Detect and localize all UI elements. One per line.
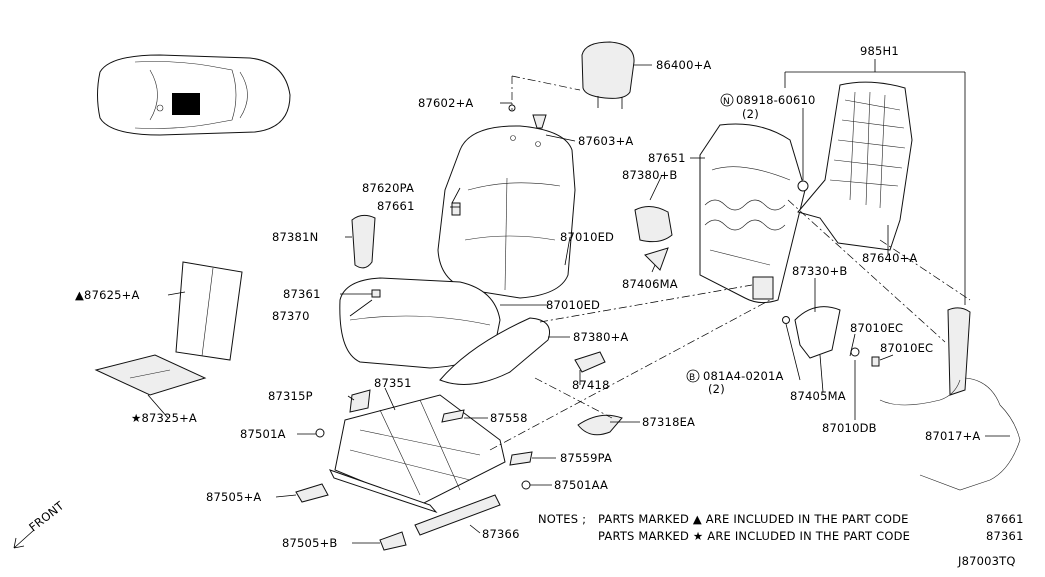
notes-line-2: PARTS MARKED ★ ARE INCLUDED IN THE PART … bbox=[598, 529, 910, 543]
label-87501aa: 87501AA bbox=[554, 478, 608, 492]
label-87505a: 87505+A bbox=[206, 490, 262, 504]
vehicle-locator bbox=[97, 54, 291, 136]
star-icon: ★ bbox=[131, 411, 142, 425]
label-87603: 87603+A bbox=[578, 134, 634, 148]
seat-heater-mat bbox=[94, 354, 207, 396]
label-87418: 87418 bbox=[572, 378, 610, 392]
circled-b-icon: B bbox=[686, 369, 700, 383]
nut-08918 bbox=[797, 180, 809, 192]
circled-n-icon: N bbox=[720, 93, 734, 107]
label-87361: 87361 bbox=[283, 287, 321, 301]
back-board bbox=[797, 81, 913, 251]
svg-text:B: B bbox=[689, 373, 695, 383]
front-label: FRONT bbox=[26, 498, 67, 534]
lumbar-assy bbox=[794, 306, 841, 359]
recliner bbox=[752, 276, 774, 300]
back-side-trim bbox=[644, 247, 669, 271]
rail-finisher bbox=[414, 494, 501, 536]
leader-lines bbox=[147, 59, 1010, 544]
recliner-cover bbox=[351, 214, 376, 269]
label-87661: 87661 bbox=[377, 199, 415, 213]
label-87010db: 87010DB bbox=[822, 421, 877, 435]
label-87381n: 87381N bbox=[272, 230, 318, 244]
bolt-87501aa bbox=[521, 480, 531, 490]
label-87625: ▲87625+A bbox=[75, 288, 140, 302]
label-87010ed-1: 87010ED bbox=[560, 230, 614, 244]
label-87325: ★87325+A bbox=[131, 411, 197, 425]
label-86400: 86400+A bbox=[656, 58, 712, 72]
triangle-icon: ▲ bbox=[75, 288, 84, 302]
label-87651: 87651 bbox=[648, 151, 686, 165]
label-87010ec-1: 87010EC bbox=[850, 321, 903, 335]
label-87370: 87370 bbox=[272, 309, 310, 323]
label-87380a: 87380+A bbox=[573, 330, 629, 344]
rail-cover-a bbox=[295, 483, 329, 503]
label-87501a: 87501A bbox=[240, 427, 286, 441]
back-side-cover bbox=[634, 206, 673, 243]
label-87406ma: 87406MA bbox=[622, 277, 678, 291]
label-87010ec-2: 87010EC bbox=[880, 341, 933, 355]
airbag-module bbox=[947, 307, 971, 396]
front-arrow: FRONT bbox=[13, 498, 67, 549]
label-87351: 87351 bbox=[374, 376, 412, 390]
seat-back bbox=[437, 125, 576, 299]
label-081a4-qty: (2) bbox=[708, 382, 725, 396]
cushion-side-cover bbox=[439, 317, 550, 385]
diagram-code: J87003TQ bbox=[957, 554, 1016, 568]
headrest bbox=[581, 41, 635, 109]
knob bbox=[574, 351, 606, 373]
label-08918-qty: (2) bbox=[742, 107, 759, 121]
label-87558: 87558 bbox=[490, 411, 528, 425]
bolt-87501a bbox=[315, 428, 325, 438]
seat-frame bbox=[329, 389, 533, 514]
back-frame bbox=[699, 123, 806, 304]
label-87330b: 87330+B bbox=[792, 264, 848, 278]
label-87640: 87640+A bbox=[862, 251, 918, 265]
label-985h1: 985H1 bbox=[860, 44, 899, 58]
svg-text:N: N bbox=[723, 97, 730, 107]
cover-918ea bbox=[577, 414, 623, 436]
label-08918: 08918-60610 bbox=[736, 93, 816, 107]
label-87505b: 87505+B bbox=[282, 536, 338, 550]
label-87620pa: 87620PA bbox=[362, 181, 414, 195]
clip-87010ec bbox=[871, 356, 880, 367]
seat-cushion-pad bbox=[175, 261, 243, 361]
notes-line-2-code: 87361 bbox=[986, 529, 1024, 543]
label-87010ed-2: 87010ED bbox=[546, 298, 600, 312]
part-labels: 86400+A 87602+A 87603+A 87651 87380+B 87… bbox=[75, 44, 981, 550]
notes-line-1: PARTS MARKED ▲ ARE INCLUDED IN THE PART … bbox=[598, 512, 909, 526]
label-87559pa: 87559PA bbox=[560, 451, 612, 465]
rail-cover-b bbox=[379, 531, 407, 551]
bolt-87010db bbox=[850, 347, 860, 357]
seat-back-clip bbox=[451, 202, 461, 216]
notes-title: NOTES ; bbox=[538, 512, 586, 526]
clip-87603 bbox=[532, 114, 547, 129]
label-081a4: 081A4-0201A bbox=[703, 369, 784, 383]
label-87315p: 87315P bbox=[268, 389, 313, 403]
label-87017: 87017+A bbox=[925, 429, 981, 443]
bolt-081a4 bbox=[782, 316, 790, 324]
label-87405ma: 87405MA bbox=[790, 389, 846, 403]
label-87602: 87602+A bbox=[418, 96, 474, 110]
notes-line-1-code: 87661 bbox=[986, 512, 1024, 526]
label-87380b: 87380+B bbox=[622, 168, 678, 182]
notes-block: NOTES ; PARTS MARKED ▲ ARE INCLUDED IN T… bbox=[538, 512, 1024, 543]
label-87318ea: 87318EA bbox=[642, 415, 695, 429]
label-87366: 87366 bbox=[482, 527, 520, 541]
